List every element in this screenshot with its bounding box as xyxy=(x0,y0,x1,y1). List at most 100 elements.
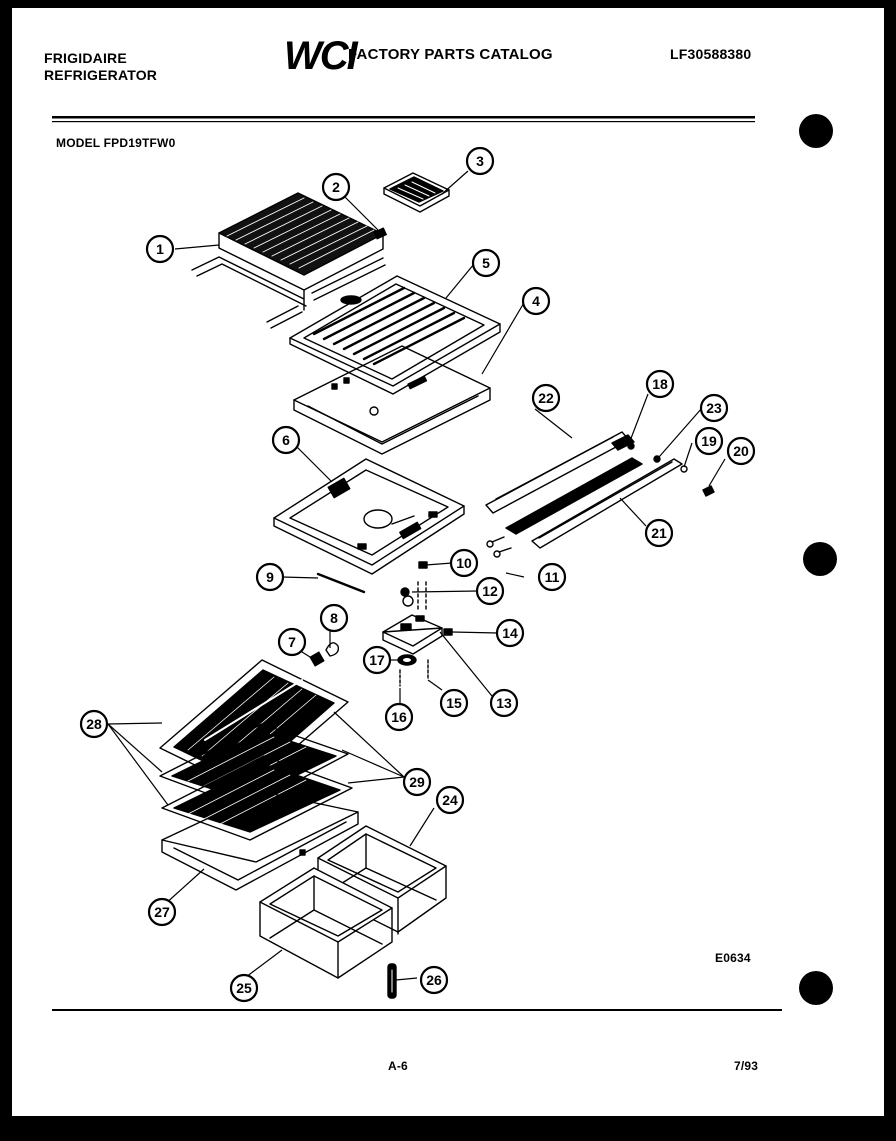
callout-circle xyxy=(439,688,469,718)
callout-4: 4 xyxy=(521,286,551,316)
callout-circle xyxy=(495,618,525,648)
callout-20: 20 xyxy=(726,436,756,466)
callout-3: 3 xyxy=(465,146,495,176)
callout-circle xyxy=(402,767,432,797)
shelf-frame xyxy=(161,791,359,891)
catalog-number: LF30588380 xyxy=(670,46,752,62)
callout-23: 23 xyxy=(699,393,729,423)
product-type: REFRIGERATOR xyxy=(44,67,158,83)
callout-circle xyxy=(321,172,351,202)
callout-number: 8 xyxy=(330,610,338,626)
callout-number: 23 xyxy=(706,400,722,416)
callout-number: 14 xyxy=(502,625,518,641)
callout-circle xyxy=(645,369,675,399)
callout-27: 27 xyxy=(147,897,177,927)
callout-circle xyxy=(319,603,349,633)
callout-circle xyxy=(489,688,519,718)
callout-circle xyxy=(435,785,465,815)
callout-29: 29 xyxy=(402,767,432,797)
callout-circle xyxy=(531,383,561,413)
callout-circle xyxy=(465,146,495,176)
brand-name: FRIGIDAIRE xyxy=(44,50,127,66)
callout-circle xyxy=(449,548,479,578)
callout-number: 9 xyxy=(266,569,274,585)
callout-7: 7 xyxy=(277,627,307,657)
callout-8: 8 xyxy=(319,603,349,633)
header-rules xyxy=(52,116,782,1011)
callout-26: 26 xyxy=(419,965,449,995)
part-glass-shelves xyxy=(159,659,359,891)
callout-circle xyxy=(271,425,301,455)
callout-number: 20 xyxy=(733,443,749,459)
part-crisper-cover xyxy=(273,458,465,575)
callout-circle xyxy=(644,518,674,548)
callout-21: 21 xyxy=(644,518,674,548)
callout-number: 13 xyxy=(496,695,512,711)
callout-2: 2 xyxy=(321,172,351,202)
callout-25: 25 xyxy=(229,973,259,1003)
callout-number: 3 xyxy=(476,153,484,169)
callout-number: 18 xyxy=(652,376,668,392)
callout-circle xyxy=(694,426,724,456)
callout-1: 1 xyxy=(145,234,175,264)
binder-holes xyxy=(799,114,837,1005)
callout-circle xyxy=(537,562,567,592)
callout-19: 19 xyxy=(694,426,724,456)
callout-circle xyxy=(475,576,505,606)
part-shelf-insert xyxy=(289,275,501,395)
callout-number: 4 xyxy=(532,293,540,309)
callout-circle xyxy=(255,562,285,592)
callout-11: 11 xyxy=(537,562,567,592)
part-pin xyxy=(387,963,397,999)
part-screw xyxy=(373,227,387,240)
part-clips xyxy=(309,642,340,667)
callout-12: 12 xyxy=(475,576,505,606)
callout-number: 21 xyxy=(651,525,667,541)
callout-number: 12 xyxy=(482,583,498,599)
callout-number: 26 xyxy=(426,972,442,988)
part-shelf-frame xyxy=(293,345,491,455)
callout-16: 16 xyxy=(384,702,414,732)
part-grille xyxy=(383,172,450,213)
callout-number: 28 xyxy=(86,716,102,732)
parts-catalog-page: FRIGIDAIRE REFRIGERATOR WCI FACTORY PART… xyxy=(12,8,884,1116)
part-crisper-drawer-front xyxy=(259,867,393,979)
callout-number: 29 xyxy=(409,774,425,790)
callout-markers: 1234567891011121314151617181920212223242… xyxy=(79,146,756,1003)
part-crisper-drawer-rear xyxy=(317,825,447,935)
callout-number: 2 xyxy=(332,179,340,195)
callout-13: 13 xyxy=(489,688,519,718)
callout-number: 5 xyxy=(482,255,490,271)
callout-number: 11 xyxy=(545,569,560,585)
part-hinge-hardware xyxy=(382,561,453,687)
part-drawings xyxy=(159,172,715,999)
callout-number: 27 xyxy=(154,904,170,920)
part-slide-rails xyxy=(485,431,715,558)
callout-number: 19 xyxy=(701,433,717,449)
page-number: A-6 xyxy=(388,1059,408,1073)
callout-number: 10 xyxy=(456,555,472,571)
callout-18: 18 xyxy=(645,369,675,399)
catalog-title: FACTORY PARTS CATALOG xyxy=(348,46,553,63)
callout-circle xyxy=(384,702,414,732)
callout-28: 28 xyxy=(79,709,109,739)
callout-6: 6 xyxy=(271,425,301,455)
model-label: MODEL FPD19TFW0 xyxy=(56,136,176,150)
callout-circle xyxy=(471,248,501,278)
callout-circle xyxy=(362,645,392,675)
binder-hole-top xyxy=(799,114,833,148)
part-wire-shelf xyxy=(191,192,386,329)
callout-circle xyxy=(699,393,729,423)
callout-number: 25 xyxy=(236,980,252,996)
part-rod xyxy=(316,572,366,594)
callout-circle xyxy=(521,286,551,316)
callout-24: 24 xyxy=(435,785,465,815)
callout-circle xyxy=(229,973,259,1003)
callout-17: 17 xyxy=(362,645,392,675)
callout-14: 14 xyxy=(495,618,525,648)
callout-circle xyxy=(79,709,109,739)
callout-10: 10 xyxy=(449,548,479,578)
callout-circle xyxy=(147,897,177,927)
callout-number: 15 xyxy=(446,695,462,711)
diagram-code: E0634 xyxy=(715,951,751,965)
